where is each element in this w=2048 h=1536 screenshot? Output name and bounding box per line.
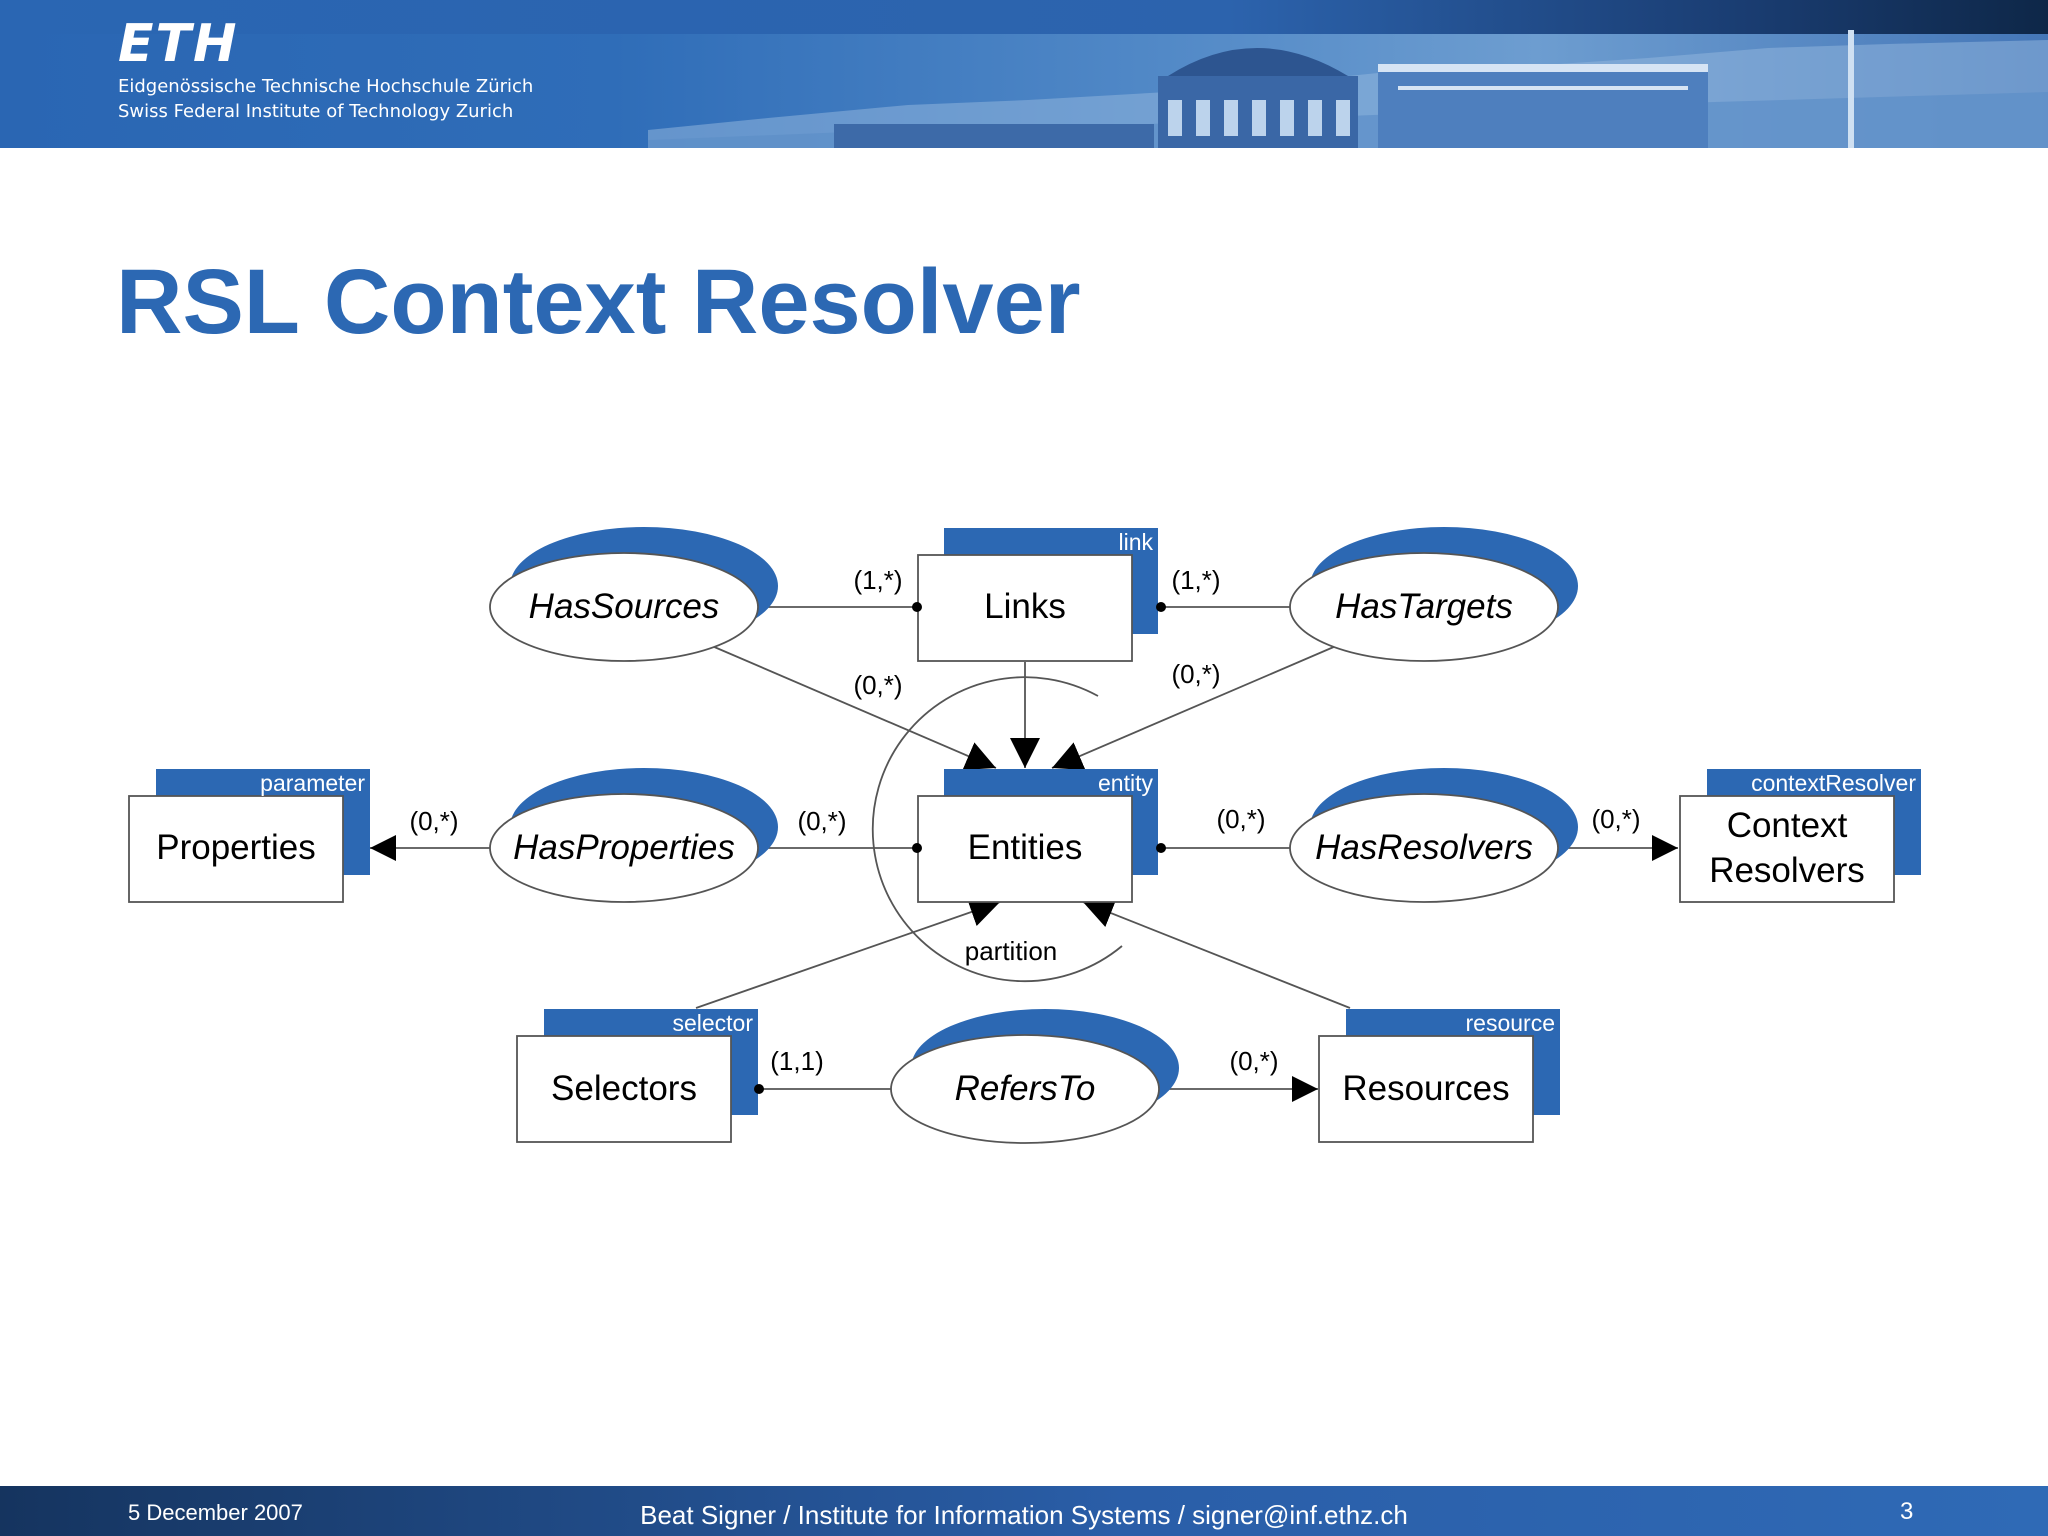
slide-title: RSL Context Resolver xyxy=(116,251,1081,353)
relationship-hastargets: HasTargets xyxy=(1289,527,1578,662)
entity-label-context-resolvers-line2: Resolvers xyxy=(1709,851,1865,890)
relationship-hasproperties: HasProperties xyxy=(489,768,778,903)
footer-date: 5 December 2007 xyxy=(128,1500,303,1525)
eth-logo: ETH xyxy=(118,14,239,74)
entity-label-resources: Resources xyxy=(1342,1069,1509,1108)
entity-entities: entity Entities xyxy=(912,769,1166,903)
entity-context-resolvers: contextResolver Context Resolvers xyxy=(1679,769,1921,903)
entity-properties: parameter Properties xyxy=(128,769,370,903)
entity-label-properties: Properties xyxy=(156,828,316,867)
entity-tag-resources: resource xyxy=(1466,1010,1555,1036)
relationship-hassources: HasSources xyxy=(489,527,778,662)
arrow-selectors-entities xyxy=(695,897,1001,1009)
entity-label-context-resolvers-line1: Context xyxy=(1727,806,1848,845)
arrow-resources-entities xyxy=(1082,899,1351,1009)
entity-tag-context-resolvers: contextResolver xyxy=(1751,770,1916,796)
partition-label: partition xyxy=(965,936,1058,966)
arrow-hassources-entities xyxy=(711,645,997,770)
entity-label-entities: Entities xyxy=(968,828,1083,867)
cardinality-refersto-selectors: (1,1) xyxy=(770,1046,823,1076)
cardinality-hasresolvers-entities: (0,*) xyxy=(1216,804,1265,834)
cardinality-hasproperties-entities: (0,*) xyxy=(797,806,846,836)
page-number: 3 xyxy=(1900,1498,1914,1525)
entity-label-links: Links xyxy=(984,587,1066,626)
institution-name-english: Swiss Federal Institute of Technology Zu… xyxy=(118,101,514,122)
cardinality-hastargets-links: (1,*) xyxy=(1171,565,1220,595)
entity-selectors: selector Selectors xyxy=(516,1009,764,1143)
relationship-refersto: RefersTo xyxy=(890,1009,1179,1144)
cardinality-hasproperties-properties: (0,*) xyxy=(409,806,458,836)
header-banner: ETH Eidgenössische Technische Hochschule… xyxy=(0,0,2048,148)
partition-arc xyxy=(871,676,1123,983)
entity-links: link Links xyxy=(912,528,1166,662)
entity-tag-properties: parameter xyxy=(260,770,365,796)
entity-tag-selectors: selector xyxy=(672,1010,753,1036)
institution-name-german: Eidgenössische Technische Hochschule Zür… xyxy=(118,76,534,97)
relationship-label-hasresolvers: HasResolvers xyxy=(1315,828,1533,867)
cardinality-hassources-links: (1,*) xyxy=(853,565,902,595)
relationship-label-refersto: RefersTo xyxy=(955,1069,1096,1108)
footer-author: Beat Signer / Institute for Information … xyxy=(640,1500,1408,1530)
relationship-label-hasproperties: HasProperties xyxy=(513,828,735,867)
entity-resources: resource Resources xyxy=(1318,1009,1560,1143)
entity-tag-links: link xyxy=(1118,529,1153,555)
cardinality-hastargets-entities: (0,*) xyxy=(1171,659,1220,689)
entity-tag-entities: entity xyxy=(1098,770,1153,796)
relationship-label-hassources: HasSources xyxy=(529,587,720,626)
relationship-label-hastargets: HasTargets xyxy=(1335,587,1513,626)
cardinality-refersto-resources: (0,*) xyxy=(1229,1046,1278,1076)
arrow-hastargets-entities xyxy=(1051,645,1337,770)
entity-label-selectors: Selectors xyxy=(551,1069,697,1108)
relationship-hasresolvers: HasResolvers xyxy=(1289,768,1578,903)
cardinality-hasresolvers-context: (0,*) xyxy=(1591,804,1640,834)
cardinality-hassources-entities: (0,*) xyxy=(853,670,902,700)
eth-building-photo xyxy=(648,30,2048,148)
header-top-bar xyxy=(0,0,2048,34)
footer-bar: 5 December 2007 Beat Signer / Institute … xyxy=(0,1486,2048,1536)
